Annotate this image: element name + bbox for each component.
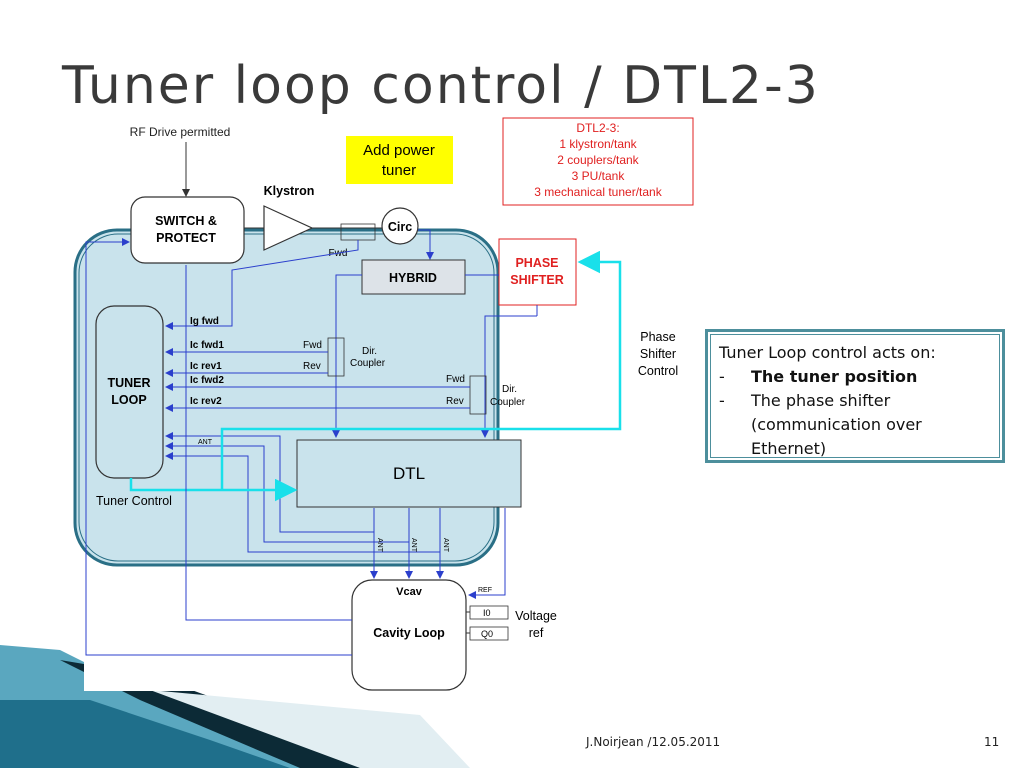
switch-protect-label-1: SWITCH & — [155, 214, 217, 228]
switch-protect-label-2: PROTECT — [156, 231, 216, 245]
phase-control-label-1: Phase — [640, 330, 675, 344]
ant-vertical-3: ANT — [442, 538, 449, 553]
coupler2-label-1: Dir. — [502, 384, 517, 395]
note-item-text: The phase shifter (communication over Et… — [751, 391, 922, 458]
signal-ic-rev2: Ic rev2 — [190, 396, 222, 407]
dir-coupler-1-box — [327, 337, 345, 377]
note-item-tuner-position: - The tuner position — [719, 365, 991, 389]
circulator-icon — [381, 207, 419, 245]
dtl-label: DTL — [393, 464, 425, 483]
ant-vertical-1: ANT — [376, 538, 383, 553]
note-heading: Tuner Loop control acts on: — [719, 343, 936, 362]
page-number: 11 — [984, 735, 1000, 749]
klystron-label: Klystron — [264, 184, 315, 198]
signal-ic-rev1: Ic rev1 — [190, 361, 222, 372]
tuner-to-dtl-cyan-line — [129, 478, 298, 502]
voltage-ref-label-2: ref — [529, 626, 544, 640]
circ-to-hybrid-line — [418, 229, 434, 260]
note-item-dash: - — [719, 391, 725, 410]
phase-shifter-control-line — [220, 250, 622, 490]
add-power-label-1: Add power — [363, 142, 435, 159]
coupler2-fwd: Fwd — [446, 374, 465, 385]
tuner-loop-note: Tuner Loop control acts on: - The tuner … — [705, 329, 1005, 463]
i0-label: I0 — [483, 608, 491, 618]
tuner-loop-box — [95, 305, 164, 479]
dtl-info-line-5: 3 mechanical tuner/tank — [534, 185, 662, 199]
ant-label: ANT — [198, 439, 213, 446]
add-power-label-2: tuner — [382, 162, 416, 179]
phase-shifter-box — [498, 238, 577, 306]
rf-drive-label: RF Drive permitted — [130, 125, 231, 139]
ref-label: REF — [478, 587, 492, 594]
circ-label: Circ — [388, 220, 412, 234]
coupler2-label-2: Coupler — [490, 397, 526, 408]
dir-coupler-2-box — [469, 375, 487, 415]
tuner-control-label: Tuner Control — [96, 494, 172, 508]
note-item-phase-shifter: - The phase shifter (communication over … — [719, 389, 991, 461]
coupler1-rev: Rev — [303, 361, 321, 372]
hybrid-left-out-line — [332, 274, 362, 438]
footer-author-date: J.Noirjean /12.05.2011 — [586, 735, 721, 749]
coupler1-fwd: Fwd — [303, 340, 322, 351]
slide-title: Tuner loop control / DTL2-3 — [62, 56, 820, 116]
q0-label: Q0 — [481, 629, 493, 639]
dtl-info-line-2: 1 klystron/tank — [559, 137, 637, 151]
tuner-loop-label-2: LOOP — [111, 393, 146, 407]
switch-protect-box — [130, 196, 245, 264]
add-power-tuner-box — [346, 136, 453, 184]
tuner-loop-label-1: TUNER — [107, 376, 150, 390]
signal-ic-fwd1: Ic fwd1 — [190, 340, 224, 351]
phase-shifter-label-2: SHIFTER — [510, 273, 563, 287]
ant-vertical-2: ANT — [410, 538, 417, 553]
dtl-info-line-3: 2 couplers/tank — [557, 153, 639, 167]
cavity-to-klystron-line — [185, 265, 352, 621]
klystron-amplifier-icon — [263, 205, 314, 251]
hybrid-box — [361, 259, 466, 295]
ref-line — [468, 508, 506, 599]
cavity-to-switch-line — [85, 238, 352, 656]
cavity-loop-box — [351, 579, 467, 691]
coupler2-rev: Rev — [446, 396, 464, 407]
dtl-box — [296, 439, 522, 508]
phase-control-label-3: Control — [638, 364, 678, 378]
cavity-loop-label: Cavity Loop — [373, 626, 445, 640]
note-item-dash: - — [719, 367, 725, 386]
dtl-info-box — [502, 117, 694, 206]
vcav-label: Vcav — [396, 586, 423, 598]
signal-ig-fwd: Ig fwd — [190, 316, 219, 327]
phase-control-label-2: Shifter — [640, 347, 676, 361]
dtl-info-line-1: DTL2-3: — [576, 121, 619, 135]
coupler1-label-1: Dir. — [362, 346, 377, 357]
phase-to-dtl-line — [481, 315, 499, 438]
ig-fwd-line — [165, 240, 359, 330]
note-item-text: The tuner position — [751, 367, 918, 386]
dtl-info-line-4: 3 PU/tank — [572, 169, 626, 183]
coupler1-label-2: Coupler — [350, 358, 386, 369]
signal-ic-fwd2: Ic fwd2 — [190, 375, 224, 386]
hybrid-label: HYBRID — [389, 271, 437, 285]
voltage-ref-label-1: Voltage — [515, 609, 557, 623]
phase-shifter-label-1: PHASE — [515, 256, 558, 270]
